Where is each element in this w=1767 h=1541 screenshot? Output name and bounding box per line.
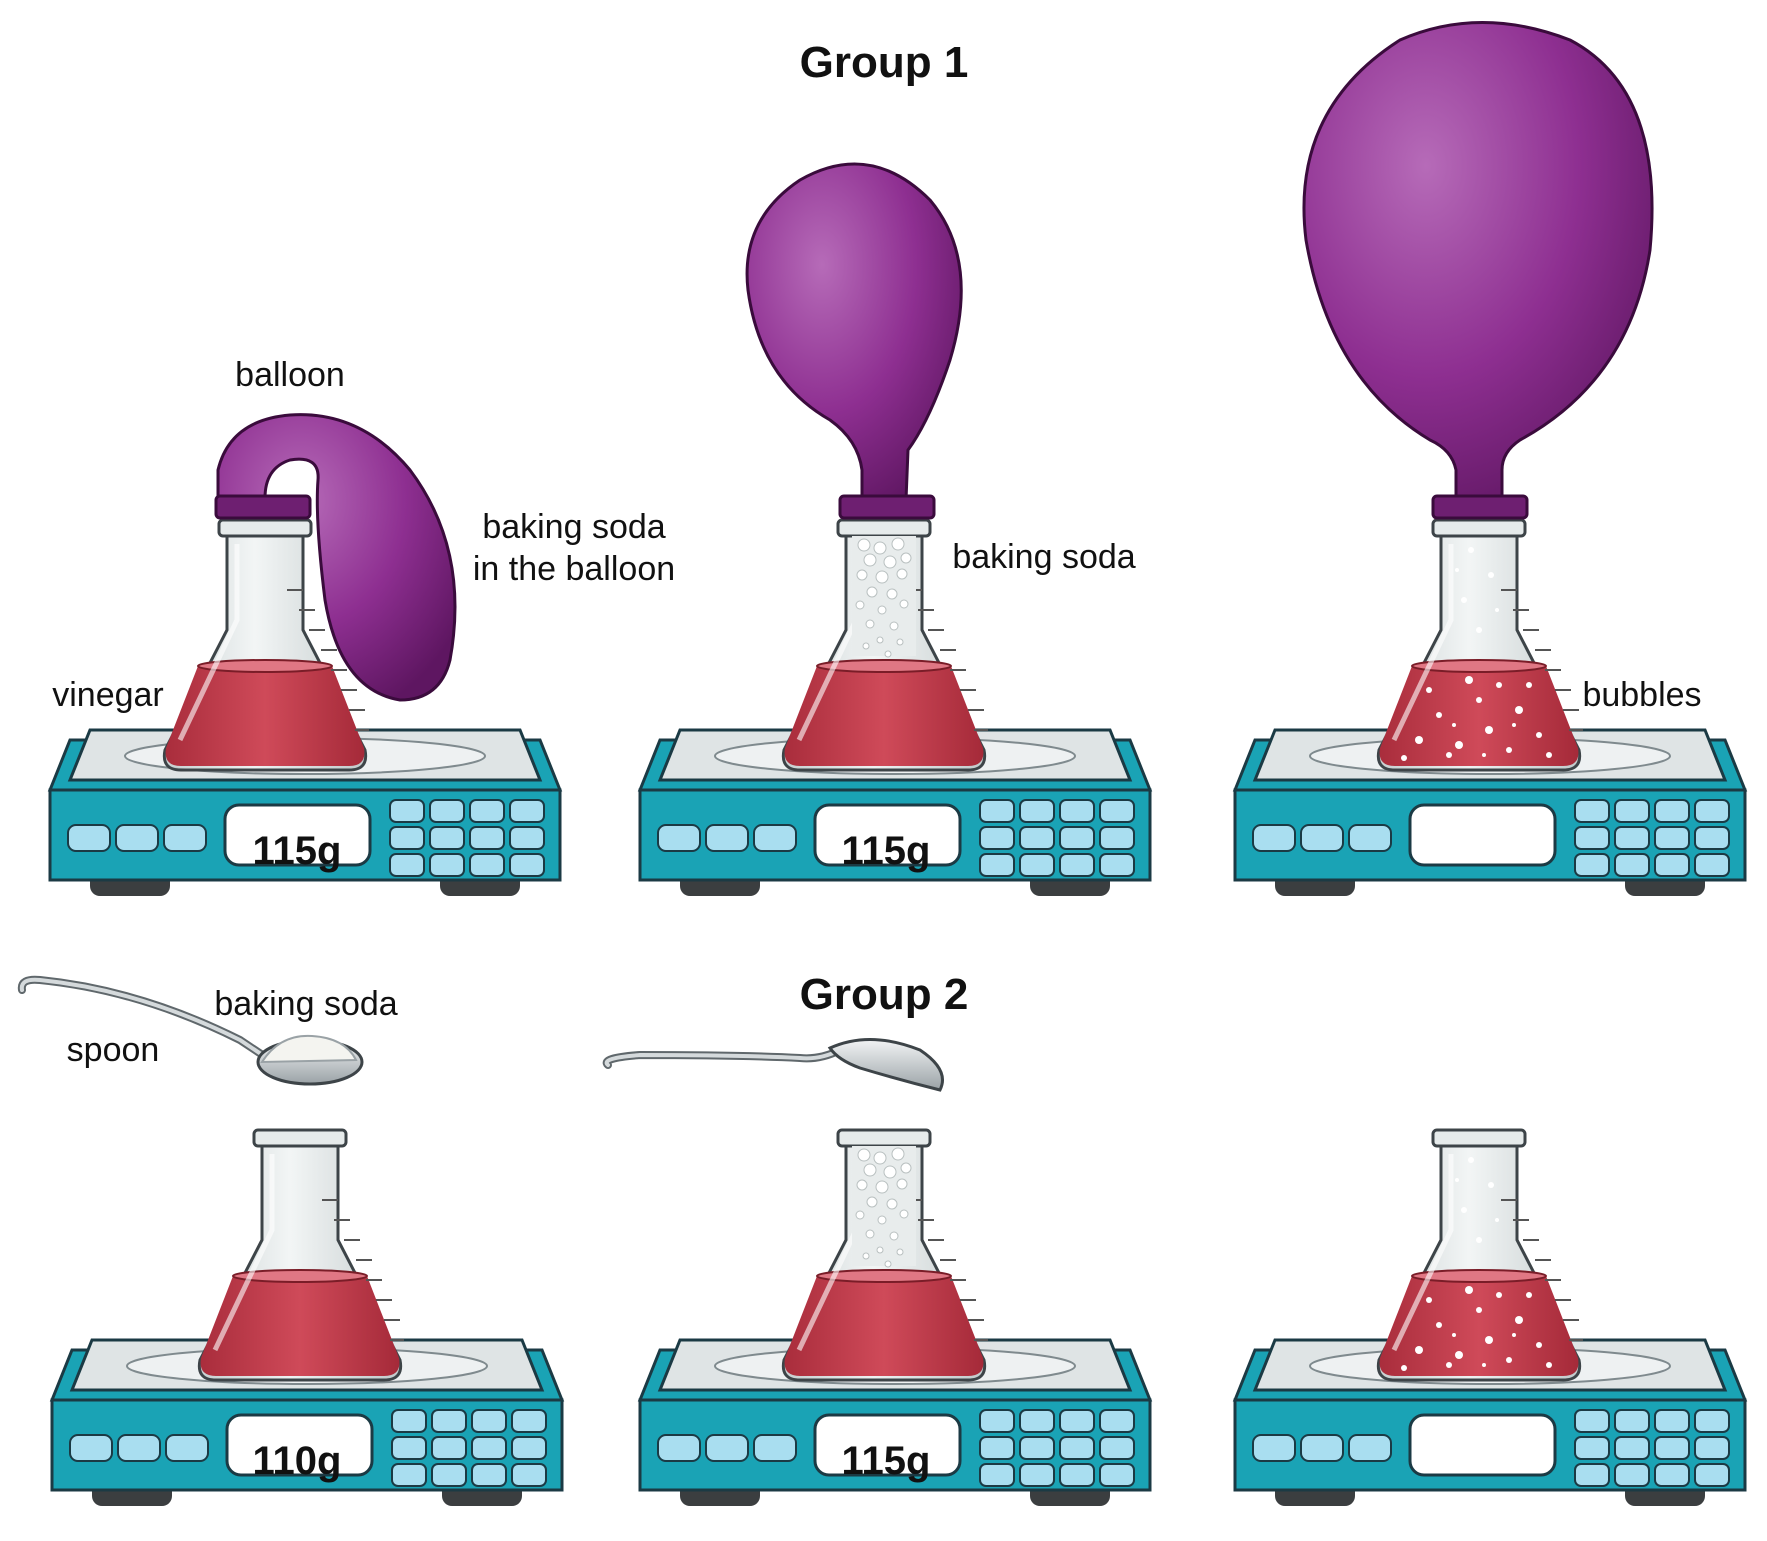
label-vinegar: vinegar <box>52 676 164 714</box>
baking-soda-falling <box>851 535 917 658</box>
scale-reading: 115g <box>842 1439 931 1483</box>
flask <box>1378 1130 1583 1380</box>
label-spoon-baking-soda: baking soda <box>214 985 397 1023</box>
scale-reading: 110g <box>253 1439 342 1483</box>
g2-setup-1: baking soda spoon 110g <box>17 975 564 1508</box>
flask <box>199 1130 404 1380</box>
g2-setup-3 <box>1233 1130 1747 1508</box>
label-spoon: spoon <box>67 1031 160 1069</box>
scale-reading: 115g <box>842 829 931 873</box>
spoon-with-baking-soda <box>17 975 364 1086</box>
balloon-large <box>1302 21 1654 502</box>
g1-setup-3: bubbles <box>1233 21 1747 898</box>
group-1-title: Group 1 <box>800 38 969 87</box>
g1-setup-2: baking soda 115g <box>638 162 1152 898</box>
label-balloon: balloon <box>235 356 345 394</box>
label-bubbles: bubbles <box>1582 676 1701 714</box>
balloon-medium <box>745 162 963 502</box>
scale-reading: 115g <box>253 829 342 873</box>
g2-setup-2: 115g <box>602 1038 1152 1508</box>
flask <box>1378 520 1583 770</box>
spoon-empty <box>602 1038 944 1092</box>
label-baking-soda-balloon-1: baking soda <box>482 508 665 546</box>
group-2-title: Group 2 <box>800 970 969 1019</box>
baking-soda-falling <box>851 1145 917 1268</box>
balloon-draped <box>216 413 457 702</box>
g1-setup-1: balloon baking soda in the balloon vineg… <box>48 356 675 898</box>
label-baking-soda: baking soda <box>952 538 1135 576</box>
label-baking-soda-balloon-2: in the balloon <box>473 550 675 588</box>
